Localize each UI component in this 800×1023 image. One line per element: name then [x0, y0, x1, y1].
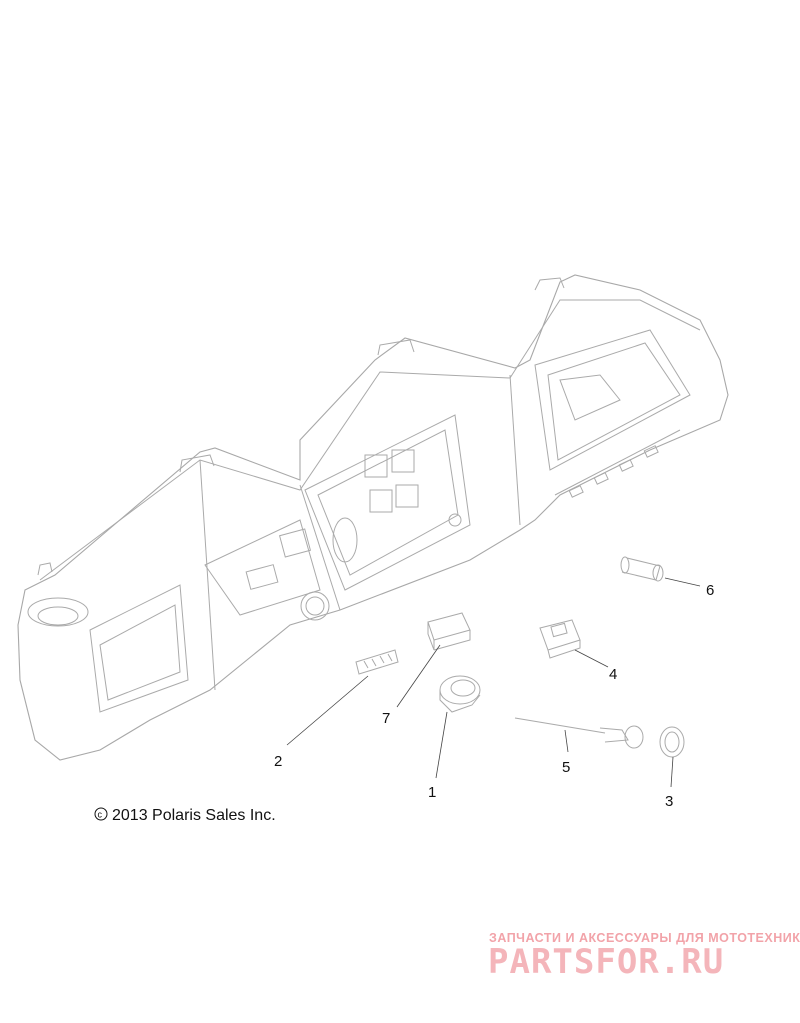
dashboard-assembly	[17, 274, 729, 761]
watermark: ЗАПЧАСТИ И АКСЕССУАРЫ ДЛЯ МОТОТЕХНИКИ PA…	[488, 931, 800, 982]
part-4-rocker-switch	[539, 619, 609, 668]
callout-7: 7	[382, 710, 390, 727]
part-1-ignition-switch	[435, 675, 481, 779]
part-6-cylinder	[620, 556, 701, 587]
copyright-symbol: c	[98, 810, 103, 820]
callout-4: 4	[609, 666, 617, 683]
part-3-nut-ring	[659, 726, 685, 788]
copyright-notice: c 2013 Polaris Sales Inc.	[94, 807, 276, 824]
callout-6: 6	[706, 582, 714, 599]
callout-5: 5	[562, 759, 570, 776]
part-5-power-outlet	[514, 717, 644, 753]
part-2-switch-bezel	[286, 649, 399, 746]
part-7-relay	[396, 612, 471, 708]
watermark-logo: PARTSFOR.RU	[488, 942, 724, 982]
callout-3: 3	[665, 793, 673, 810]
callout-1: 1	[428, 784, 436, 801]
watermark-tagline: ЗАПЧАСТИ И АКСЕССУАРЫ ДЛЯ МОТОТЕХНИКИ	[489, 931, 800, 945]
copyright-text: 2013 Polaris Sales Inc.	[112, 807, 276, 824]
callout-2: 2	[274, 753, 282, 770]
copyright-symbol-ring	[94, 807, 108, 821]
